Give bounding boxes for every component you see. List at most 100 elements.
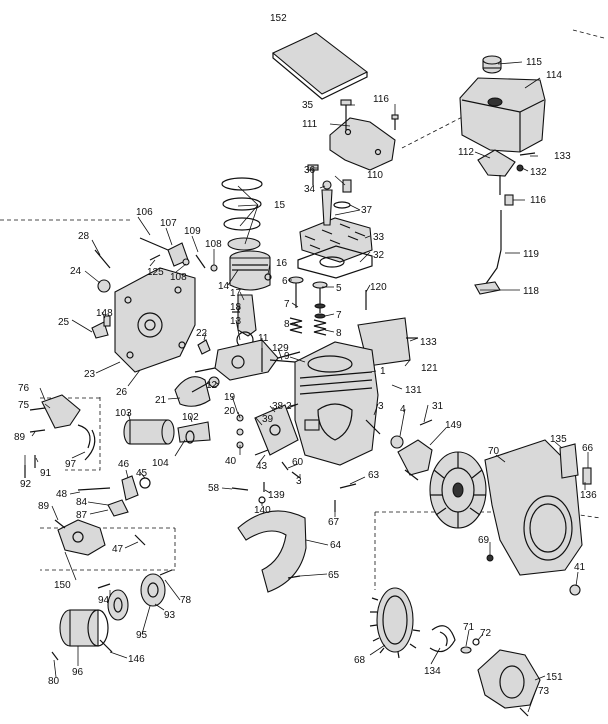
parts-48-84-87 [77, 487, 129, 517]
callout-92: 92 [20, 479, 32, 490]
callout-60: 60 [292, 457, 304, 468]
parts-19-20-40-43 [236, 414, 289, 471]
callout-41: 41 [574, 562, 586, 573]
screw-133-132 [516, 152, 536, 172]
gear-4 [390, 419, 433, 449]
part-41 [569, 584, 581, 596]
callout-3-lower: 3 [296, 476, 302, 487]
callout-149: 149 [445, 420, 462, 431]
callout-26: 26 [116, 387, 128, 398]
callout-76: 76 [18, 383, 30, 394]
carburetor-150 [54, 519, 106, 556]
callout-32: 32 [373, 250, 385, 261]
governor-parts-106-109 [139, 237, 218, 272]
callout-35: 35 [302, 100, 314, 111]
callout-71: 71 [463, 622, 475, 633]
callout-120: 120 [370, 282, 387, 293]
callout-110: 110 [367, 170, 383, 181]
callout-38: 38 [272, 401, 284, 412]
callout-91: 91 [40, 468, 52, 479]
callout-47: 47 [112, 544, 124, 555]
callout-80: 80 [48, 676, 60, 687]
callout-135: 135 [550, 434, 567, 445]
callout-108-upper: 108 [205, 239, 222, 250]
valve-springs-7-8 [289, 303, 327, 336]
callout-15: 15 [274, 200, 286, 211]
cylinder-block-1 [294, 341, 379, 466]
piston-14 [229, 250, 271, 291]
callout-95: 95 [136, 630, 148, 641]
callout-21: 21 [155, 395, 167, 406]
tank-bracket-111 [329, 117, 396, 171]
parts-71-72 [460, 638, 480, 654]
crankcase-cover-23 [114, 267, 196, 373]
screw-73 [519, 707, 529, 717]
callout-7-right: 7 [336, 310, 342, 321]
callout-121: 121 [421, 363, 438, 374]
connecting-rod-17 [232, 294, 257, 349]
callout-18: 18 [230, 302, 242, 313]
callout-136: 136 [580, 490, 597, 501]
callout-65: 65 [328, 570, 340, 581]
callout-75: 75 [18, 400, 30, 411]
callout-64: 64 [330, 540, 342, 551]
callout-36: 36 [304, 165, 316, 176]
tank-mount-112 [477, 149, 516, 195]
callout-37: 37 [361, 205, 373, 216]
callout-111: 111 [302, 119, 318, 130]
callout-107: 107 [160, 218, 177, 229]
callout-46: 46 [118, 459, 130, 470]
callout-108-lower: 108 [170, 272, 187, 283]
parts-25-148 [91, 315, 111, 339]
fuel-line-119-118 [474, 210, 502, 295]
callout-28: 28 [78, 231, 90, 242]
callout-67: 67 [328, 517, 340, 528]
callout-34: 34 [304, 184, 316, 195]
callout-139: 139 [268, 490, 285, 501]
callout-125: 125 [147, 267, 164, 278]
screw-80 [51, 651, 59, 661]
ignition-coil-149 [397, 439, 433, 481]
piston-rings-15 [221, 177, 263, 251]
baffle-64 [237, 510, 307, 593]
callout-72: 72 [480, 628, 492, 639]
callout-68: 68 [354, 655, 366, 666]
callout-97: 97 [65, 459, 77, 470]
callout-40: 40 [225, 456, 237, 467]
callout-70: 70 [488, 446, 500, 457]
callout-133-mid: 133 [420, 337, 437, 348]
callout-89-upper: 89 [14, 432, 26, 443]
callout-25: 25 [58, 317, 70, 328]
callout-48: 48 [56, 489, 68, 500]
callout-17: 17 [230, 288, 242, 299]
callout-39: 39 [262, 414, 274, 425]
callout-63: 63 [368, 470, 380, 481]
callout-129: 129 [272, 343, 289, 354]
callout-45: 45 [136, 468, 148, 479]
callout-43: 43 [256, 461, 268, 472]
callout-6: 6 [282, 276, 288, 287]
callout-118: 118 [523, 286, 539, 297]
callout-8-left: 8 [284, 319, 290, 330]
callout-148: 148 [96, 308, 113, 319]
callout-114: 114 [546, 70, 562, 81]
callout-13: 13 [230, 316, 242, 327]
callout-133-top: 133 [554, 151, 571, 162]
manual-booklet-152 [271, 32, 369, 100]
leader-lines [24, 61, 589, 713]
callout-104: 104 [152, 458, 169, 469]
blower-housing-70 [484, 439, 583, 576]
callout-3-right: 3 [378, 401, 384, 412]
callout-12: 12 [206, 380, 218, 391]
parts-135-66-136 [559, 443, 592, 485]
callout-93: 93 [164, 610, 176, 621]
fuel-cap-115 [482, 55, 502, 74]
callout-151: 151 [546, 672, 563, 683]
callout-131: 131 [405, 385, 422, 396]
callout-8-right: 8 [336, 328, 342, 339]
callout-24: 24 [70, 266, 82, 277]
callout-1: 1 [380, 366, 386, 377]
callout-132: 132 [530, 167, 547, 178]
callout-116-top: 116 [373, 94, 389, 105]
